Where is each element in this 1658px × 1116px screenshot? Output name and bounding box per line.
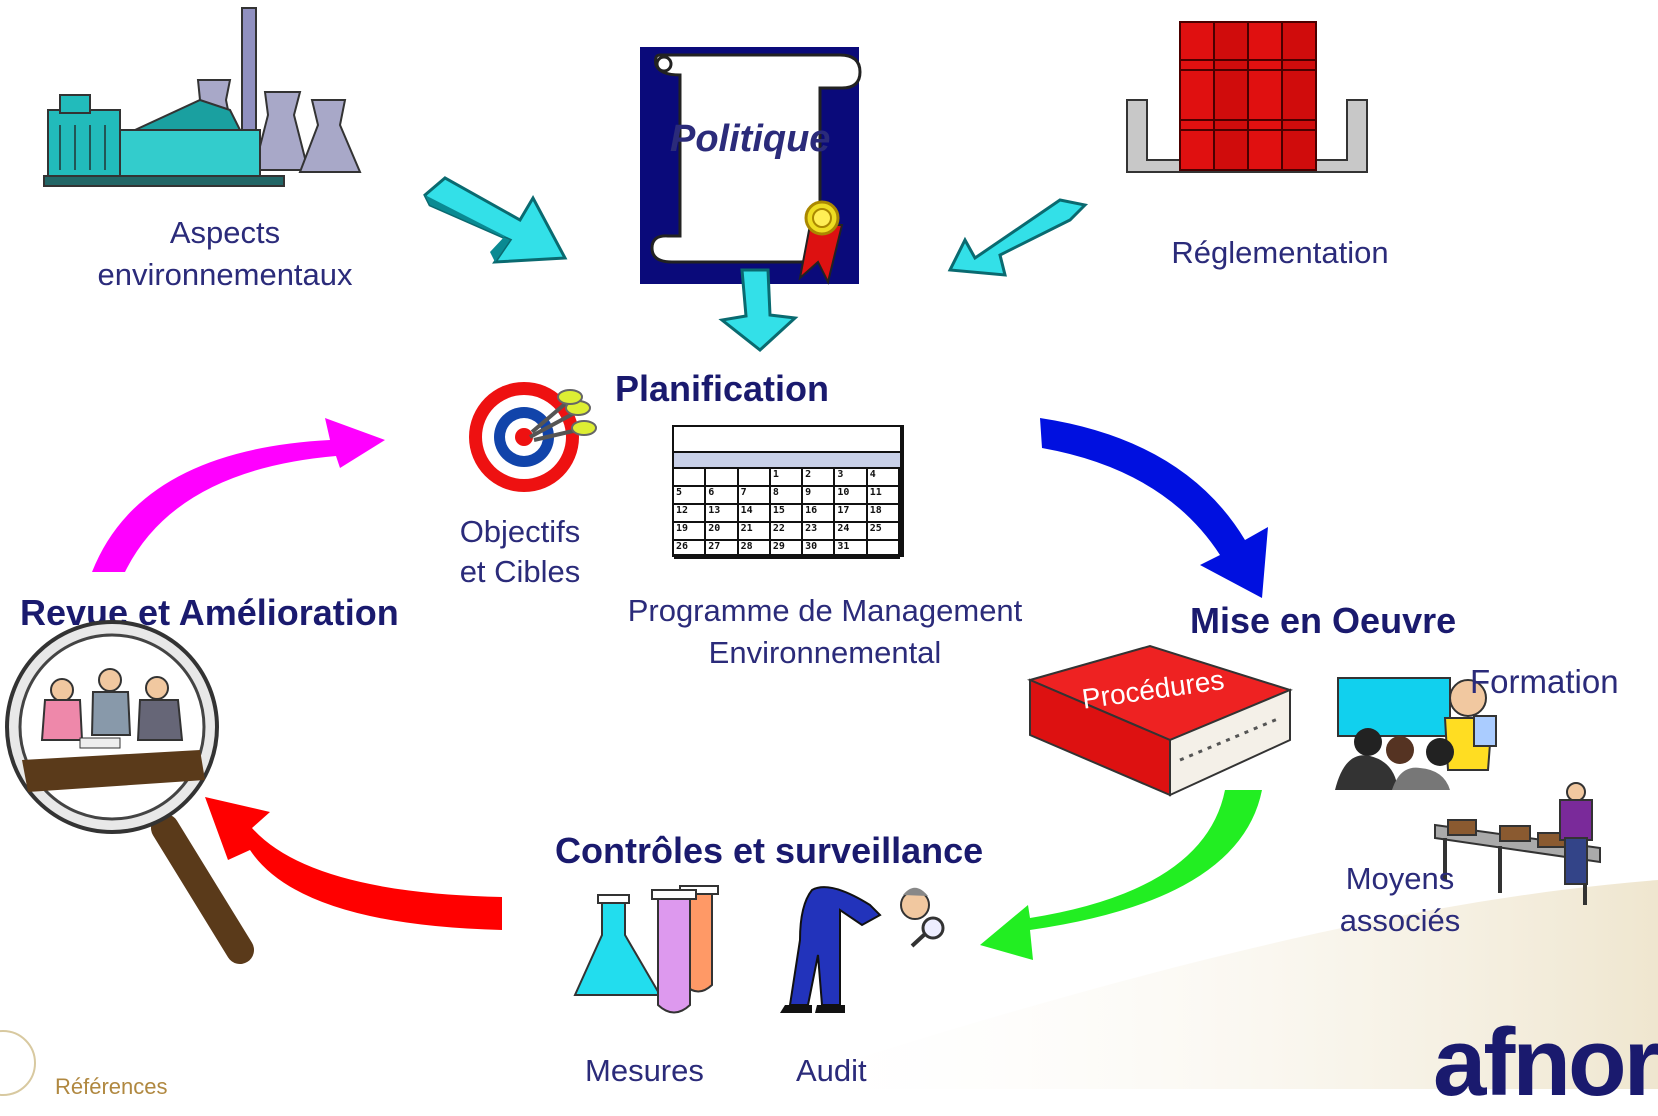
formation-label: Formation [1470,663,1619,700]
calendar-day: 19 [674,523,707,539]
calendar-day: 17 [835,505,868,521]
calendar-day [868,541,900,557]
policy-scroll-icon [640,47,862,285]
workbench-icon [1434,782,1601,905]
calendar-day [739,469,771,485]
calendar-day: 10 [835,487,868,503]
aspects-label: Aspects environnementaux [97,215,353,292]
magnifier-meeting-icon [5,620,254,964]
mise-en-oeuvre-heading: Mise en Oeuvre [1190,600,1457,641]
lab-flasks-icon [573,885,719,1014]
moyens-label: Moyens associés [1339,861,1461,938]
regulation-books-icon [1126,21,1368,173]
calendar-day: 29 [771,541,804,557]
calendar-day: 13 [706,505,739,521]
factory-icon [43,7,362,187]
references-link[interactable]: Références [55,1074,168,1099]
calendar-day: 30 [803,541,836,557]
calendar-day: 6 [706,487,739,503]
cyan-arrows [423,176,1089,352]
calendar-day: 3 [835,469,868,485]
calendar-day: 26 [674,541,707,557]
calendar-day: 22 [771,523,804,539]
auditor-icon [780,886,945,1013]
calendar-day: 1 [771,469,804,485]
calendar-day: 5 [674,487,707,503]
calendar-day [706,469,739,485]
calendar-day: 11 [868,487,900,503]
calendar-day: 21 [739,523,771,539]
controles-heading: Contrôles et surveillance [555,830,984,871]
politique-title: Politique [670,118,831,160]
magenta-arrow [92,418,385,572]
calendar-day: 20 [706,523,739,539]
calendar-day: 9 [803,487,836,503]
calendar-day: 28 [739,541,771,557]
blue-arrow [1040,418,1268,598]
calendar-day: 15 [771,505,804,521]
mesures-label: Mesures [585,1053,704,1088]
calendar-day: 18 [868,505,900,521]
calendar-day: 8 [771,487,804,503]
reglementation-label: Réglementation [1171,235,1389,270]
audit-label: Audit [796,1053,867,1088]
programme-label: Programme de Management Environnemental [627,593,1023,670]
objectifs-label: Objectifs et Cibles [459,514,581,590]
calendar-day: 27 [706,541,739,557]
calendar-day: 23 [803,523,836,539]
red-arrow [205,797,502,930]
green-arrow [980,790,1262,960]
calendar-day [674,469,707,485]
procedures-book-icon [1027,644,1293,797]
background-swoosh [760,880,1658,1089]
formation-icon [1335,677,1497,790]
calendar-day: 12 [674,505,707,521]
afnor-logo: afnor [1433,1009,1658,1116]
calendar-day: 24 [835,523,868,539]
calendar-day: 31 [835,541,868,557]
calendar-day: 14 [739,505,771,521]
target-icon [469,382,597,492]
calendar-day: 4 [868,469,900,485]
planification-heading: Planification [615,368,830,409]
calendar-day: 25 [868,523,900,539]
calendar-day: 2 [803,469,836,485]
calendar-day: 16 [803,505,836,521]
calendar-day: 7 [739,487,771,503]
